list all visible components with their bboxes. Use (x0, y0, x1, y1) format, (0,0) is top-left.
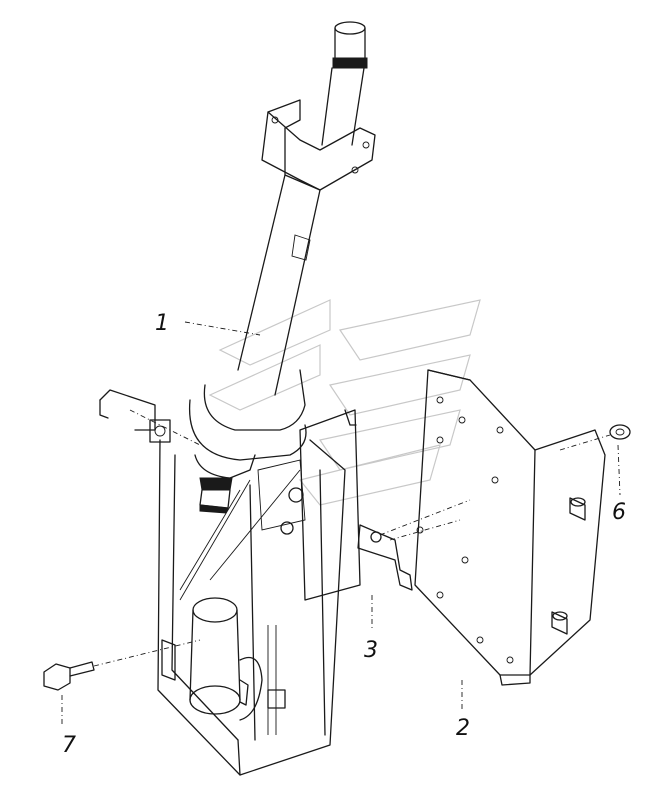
callout-2: 2 (456, 716, 470, 741)
mounting-plate-part-2 (414, 369, 606, 686)
bolt-part-7 (43, 639, 201, 725)
callout-1: 1 (155, 311, 169, 336)
lower-bracket-assembly (157, 409, 361, 776)
callout-6: 6 (612, 500, 626, 525)
callout-3: 3 (364, 638, 378, 663)
nut-part-6 (559, 424, 631, 451)
hook-bracket (99, 389, 201, 446)
angle-bracket-part-3 (357, 499, 471, 591)
steering-column-part-1 (188, 21, 376, 514)
callout-7: 7 (62, 733, 76, 758)
leader-lines (184, 321, 621, 710)
